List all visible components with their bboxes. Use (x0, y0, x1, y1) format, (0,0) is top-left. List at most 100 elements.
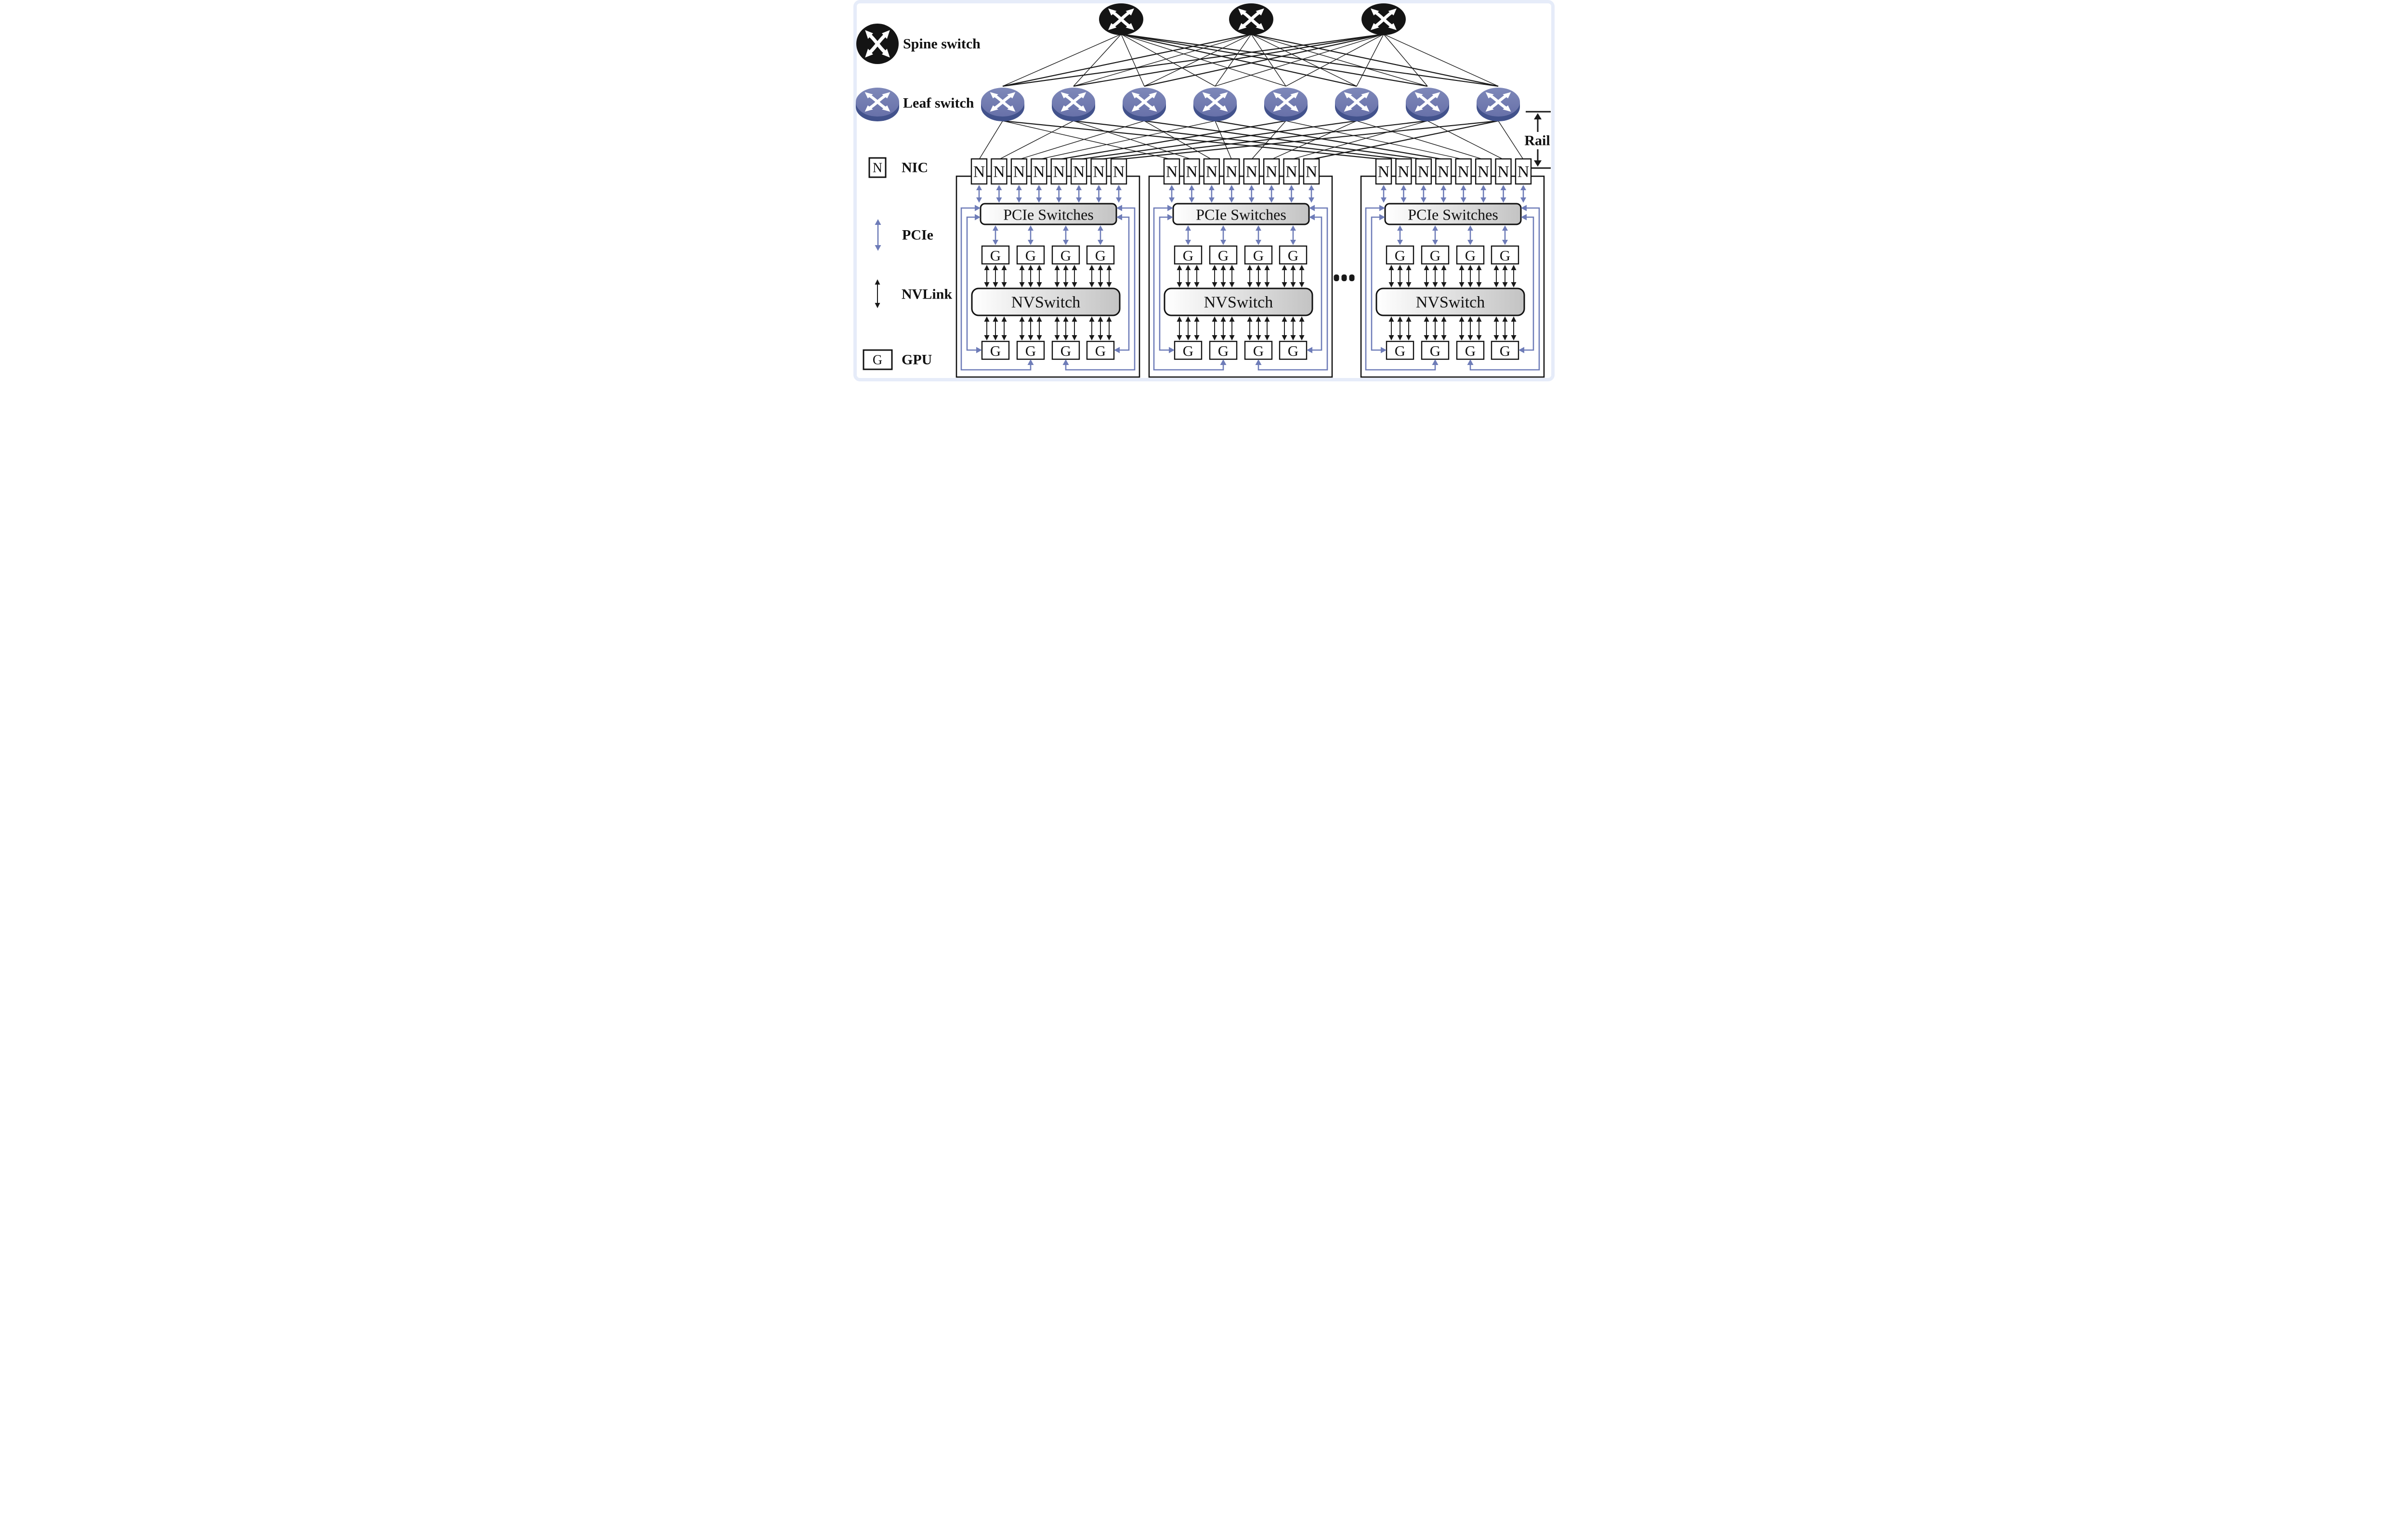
nic7-pcie-link-arrowhead (1288, 197, 1295, 203)
gpu-nvswitch-nvlink-arrowhead (1432, 265, 1438, 270)
pcie-switches-box (980, 203, 1117, 225)
switch-arrowhead-glyph (1371, 23, 1379, 30)
switch-arrowhead-glyph (1414, 92, 1423, 99)
spine3-leaf3-link (1144, 33, 1384, 87)
legend-nvlink-link-icon-arrowhead (875, 303, 880, 308)
gpu-nvswitch-nvlink-arrowhead (1028, 282, 1034, 287)
gpu-nvswitch-nvlink-arrowhead (984, 282, 990, 287)
nvswitch-gpu-nvlink-arrowhead (1001, 316, 1007, 322)
gpu8-pcie-loop (1524, 216, 1534, 351)
gpu-nvswitch-nvlink-arrowhead (1220, 282, 1226, 287)
switch-arrowhead-glyph (1202, 105, 1211, 112)
spine1-leaf4-link (1121, 34, 1216, 87)
legend-nic-label: NIC (902, 160, 928, 176)
switch-arrowhead-glyph (1219, 105, 1228, 112)
switch-arrowhead-glyph (1007, 105, 1016, 112)
gpu-box-bottom (1209, 340, 1238, 360)
nic-box (1475, 158, 1492, 185)
gpu-nvswitch-nvlink-arrowhead (1089, 282, 1095, 287)
nic-label: N (1457, 163, 1469, 181)
gpu-label: G (1465, 342, 1476, 359)
nic-box (1435, 158, 1452, 185)
gpu-nvswitch-nvlink-arrowhead (1256, 265, 1261, 270)
nvswitch-gpu-nvlink-arrowhead (1476, 335, 1482, 340)
nic-label: N (1398, 163, 1410, 181)
nic-box (1050, 158, 1067, 185)
gpu5-pcie-loop (1159, 216, 1169, 351)
nic2-pcie-link-arrowhead (1189, 197, 1195, 203)
gpu-nvswitch-nvlink-arrowhead (1432, 282, 1438, 287)
switch-arrowhead-glyph (1125, 23, 1134, 30)
gpu-nvswitch-nvlink-arrowhead (1106, 265, 1112, 270)
nic1-pcie-link-arrowhead (1381, 197, 1387, 203)
nic2-pcie-link-arrowhead (1189, 185, 1195, 190)
switch-arrowhead-glyph (1149, 105, 1157, 112)
gpu-nvswitch-nvlink-arrowhead (1072, 265, 1077, 270)
gpu-nvswitch-nvlink-arrowhead (1089, 265, 1095, 270)
gpu-box-top (1279, 245, 1308, 265)
switch-arrows-icon (1108, 8, 1134, 30)
nvswitch-gpu-nvlink-arrowhead (1256, 335, 1261, 340)
leaf-switch-1 (981, 88, 1024, 121)
nvswitch-gpu-nvlink-arrowhead (1502, 316, 1508, 322)
nic8-pcie-link-arrowhead (1116, 185, 1122, 190)
pcie-gpu-link-arrowhead (1467, 240, 1473, 245)
nic6-pcie-link-arrowhead (1076, 185, 1082, 190)
switch-arrowhead-glyph (1238, 8, 1247, 16)
gpu5-pcie-loop-arrowhead (1169, 347, 1175, 353)
nvswitch-gpu-nvlink-arrowhead (1256, 316, 1261, 322)
server-box (1360, 175, 1545, 378)
nvswitch-gpu-nvlink-arrowhead (1054, 316, 1060, 322)
nic7-pcie-link-arrowhead (1096, 185, 1102, 190)
nvswitch-gpu-nvlink-arrowhead (1036, 316, 1042, 322)
nic-box (1090, 158, 1107, 185)
gpu-label: G (1395, 342, 1405, 359)
gpu-box-bottom (1086, 340, 1115, 360)
leaf-switch-5 (1264, 88, 1308, 121)
nvswitch-gpu-nvlink-arrowhead (1511, 335, 1517, 340)
nvswitch-gpu-nvlink-arrowhead (1493, 335, 1499, 340)
spine1-leaf3-link (1121, 34, 1145, 87)
gpu-nvswitch-nvlink-arrowhead (1256, 282, 1261, 287)
switch-arrows-icon (1344, 92, 1370, 112)
leaf2-server3-nic2-link (1073, 120, 1404, 160)
nic-label: N (973, 163, 985, 181)
gpu-label: G (1025, 342, 1036, 359)
nvswitch-gpu-nvlink-arrowhead (1264, 335, 1270, 340)
gpu-label: G (1500, 247, 1510, 264)
gpu-nvswitch-nvlink-arrowhead (1177, 265, 1182, 270)
pcie-switches-label: PCIe Switches (1003, 206, 1094, 223)
nvswitch-gpu-nvlink-arrowhead (1036, 335, 1042, 340)
server-box (955, 175, 1140, 378)
spine2-leaf2-link (1073, 34, 1252, 87)
gpu6-pcie-loop (1365, 207, 1436, 371)
nvswitch-gpu-nvlink-arrowhead (1290, 316, 1296, 322)
spine-switch-1 (1099, 3, 1143, 35)
nvswitch-gpu-nvlink-arrowhead (1028, 316, 1034, 322)
nic-label: N (1166, 163, 1178, 181)
nvswitch-gpu-nvlink-arrowhead (1185, 335, 1191, 340)
nic-box (1375, 158, 1392, 185)
nvswitch-gpu-nvlink-arrowhead (1406, 335, 1412, 340)
pcie-gpu-link-arrowhead (1098, 225, 1103, 231)
gpu-label: G (1218, 342, 1229, 359)
nvswitch-gpu-nvlink-arrowhead (1397, 335, 1403, 340)
gpu6-pcie-loop-arrowhead (1220, 359, 1227, 365)
leaf6-server3-nic6-link (1356, 120, 1484, 160)
gpu-nvswitch-nvlink-arrowhead (1476, 265, 1482, 270)
gpu-nvswitch-nvlink-arrowhead (1388, 265, 1394, 270)
switch-arrowhead-glyph (1007, 92, 1016, 99)
gpu8-pcie-loop (1120, 216, 1130, 351)
switch-arrowhead-glyph (882, 30, 890, 39)
nvswitch-gpu-nvlink-arrowhead (1177, 316, 1182, 322)
gpu-nvswitch-nvlink-arrowhead (1194, 265, 1200, 270)
gpu-label: G (1095, 247, 1106, 264)
gpu6-pcie-loop-arrowhead (1432, 359, 1439, 365)
nic4-pcie-link-arrowhead (1036, 185, 1042, 190)
nvswitch-gpu-nvlink-arrowhead (1106, 335, 1112, 340)
nvswitch-gpu-nvlink-arrowhead (1299, 316, 1305, 322)
nic5-pcie-link-arrowhead (1248, 197, 1255, 203)
nic-box (1455, 158, 1472, 185)
nvswitch-gpu-nvlink-arrowhead (1072, 316, 1077, 322)
